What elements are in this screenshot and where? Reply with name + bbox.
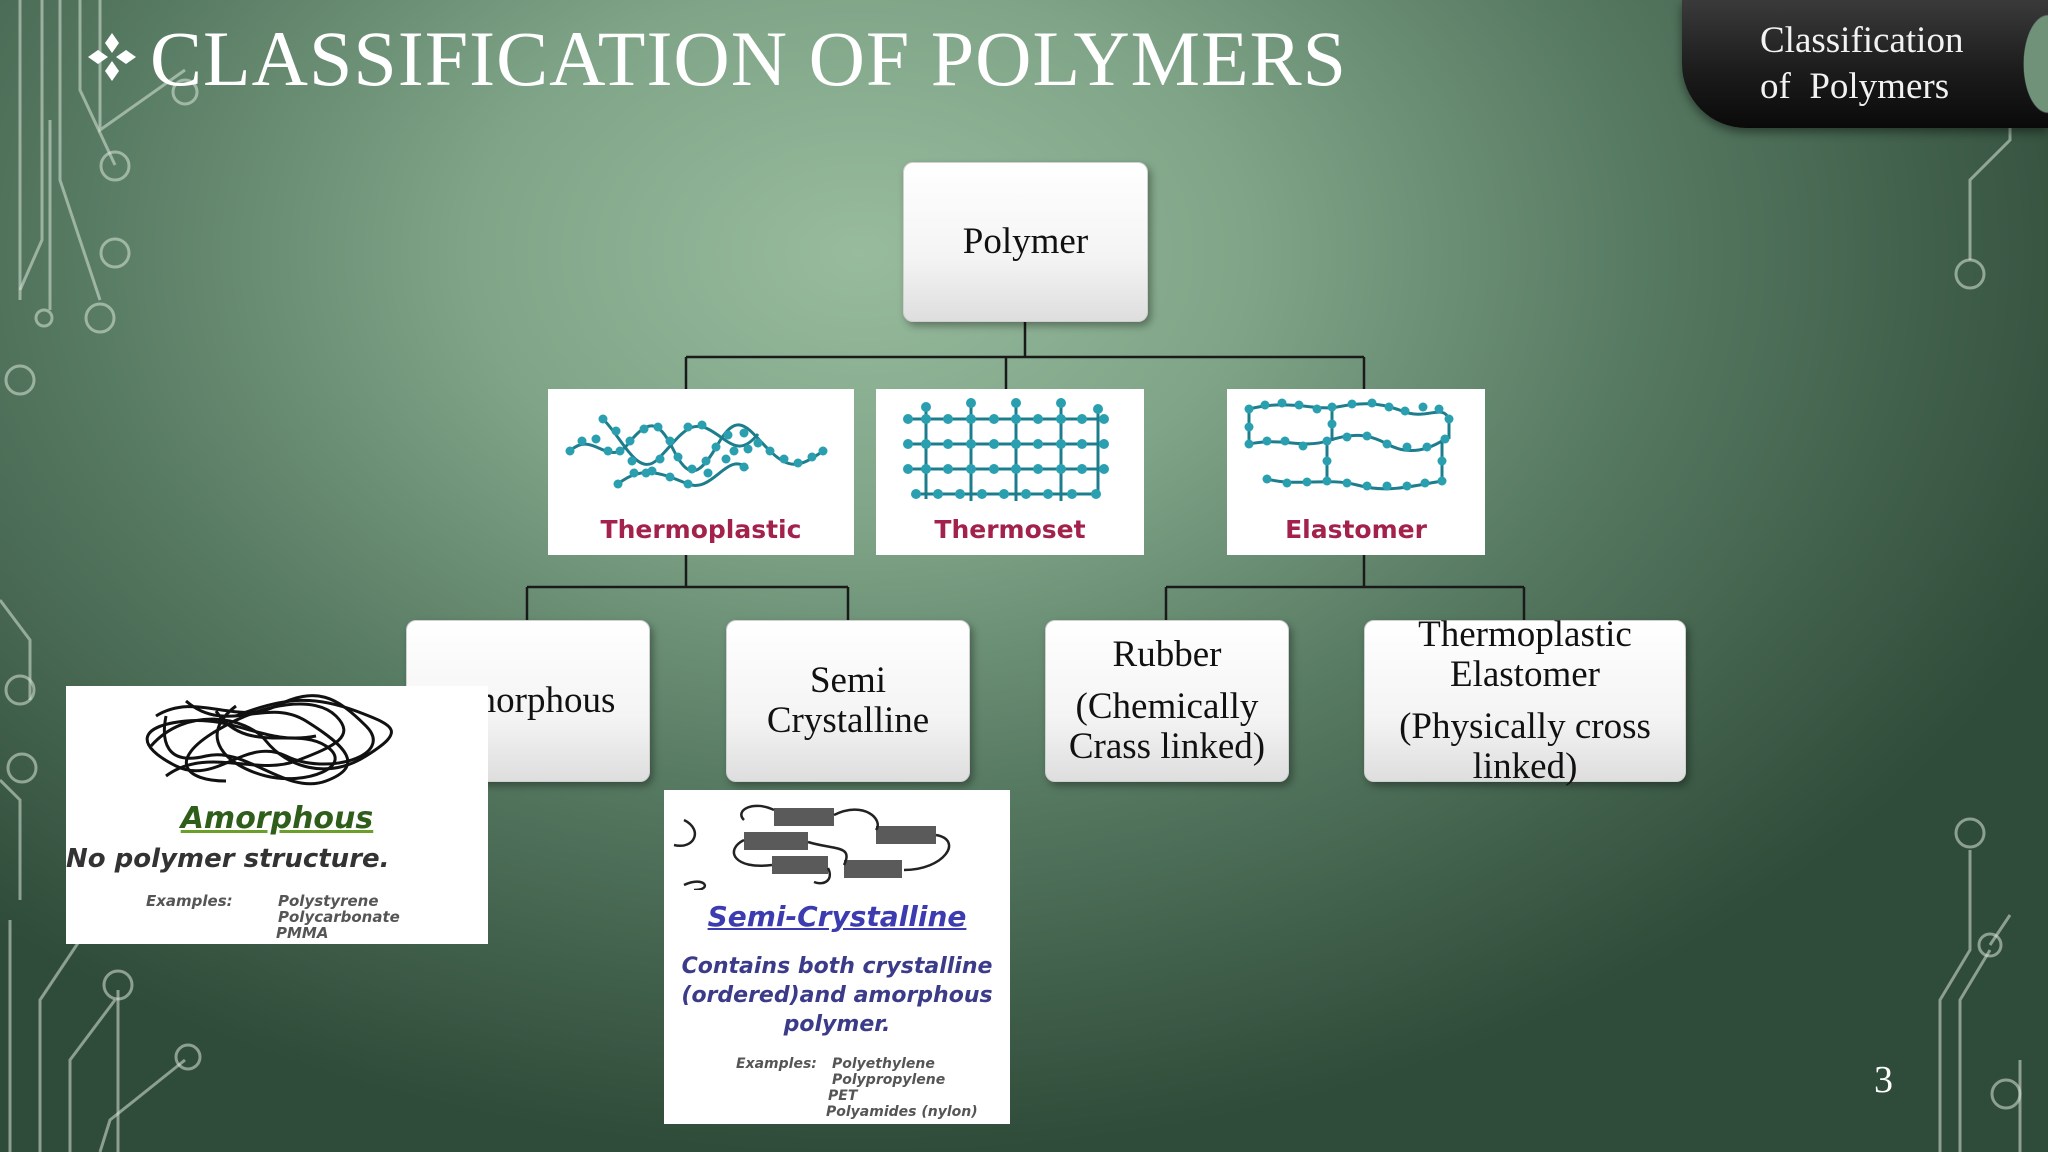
rubber-node-sub2: Crass linked) xyxy=(1068,726,1266,767)
semi-crystalline-example: Polyethylene xyxy=(832,1056,935,1072)
amorphous-example: Polystyrene xyxy=(278,892,379,910)
elastomer-chain-diagram xyxy=(1244,398,1454,491)
thermoplastic-label: Thermoplastic xyxy=(600,515,802,544)
amorphous-example: Polycarbonate xyxy=(278,908,400,926)
semi-crystalline-examples-list: Polyethylene Polypropylene PET Polyamide… xyxy=(826,1056,978,1120)
section-tag-line2: of Polymers xyxy=(1760,66,1950,107)
section-tag-curve xyxy=(1988,0,2048,128)
section-tag-text: Classification of Polymers xyxy=(1760,18,1990,110)
semi-crystalline-node-line1: Semi xyxy=(809,660,887,701)
elastomer-label: Elastomer xyxy=(1285,515,1427,544)
semi-crystalline-examples-label: Examples: xyxy=(736,1056,817,1072)
tpe-node-line1: Thermoplastic xyxy=(1418,614,1632,655)
slide-title-text: CLASSIFICATION OF POLYMERS xyxy=(150,15,1348,102)
thermoplastic-elastomer-node: Thermoplastic Elastomer (Physically cros… xyxy=(1364,615,1686,787)
semi-crystalline-inset-description: Contains both crystalline (ordered)and a… xyxy=(664,952,1010,1039)
amorphous-example: PMMA xyxy=(276,924,329,942)
semi-crystalline-example: PET xyxy=(828,1088,858,1104)
semi-crystalline-inset-title: Semi-Crystalline xyxy=(707,900,967,933)
section-tag-line1: Classification xyxy=(1760,20,1964,61)
amorphous-inset-title: Amorphous xyxy=(180,801,374,836)
four-diamond-bullet-icon xyxy=(84,14,150,104)
amorphous-inset: Amorphous No polymer structure. Examples… xyxy=(66,686,488,944)
amorphous-examples-list: Polystyrene Polycarbonate PMMA xyxy=(276,892,400,942)
polymer-node-label: Polymer xyxy=(962,221,1089,262)
semi-crystalline-node-line2: Crystalline xyxy=(766,700,930,741)
slide-title: CLASSIFICATION OF POLYMERS xyxy=(84,14,1347,104)
thermoplastic-node: Thermoplastic xyxy=(548,389,854,555)
rubber-node: Rubber (Chemically Crass linked) xyxy=(1045,620,1289,782)
semi-crystalline-desc-line: polymer. xyxy=(783,1012,891,1037)
thermoset-label: Thermoset xyxy=(934,515,1086,544)
tpe-node-sub1: (Physically cross xyxy=(1399,706,1651,747)
amorphous-examples-label: Examples: xyxy=(146,892,233,910)
semi-crystalline-structure-diagram xyxy=(673,804,951,890)
thermoset-node: Thermoset xyxy=(876,389,1144,555)
tpe-node-line2: Elastomer xyxy=(1449,654,1600,695)
section-tag: Classification of Polymers xyxy=(1682,0,2048,128)
amorphous-tangle-diagram xyxy=(145,694,393,786)
elastomer-node: Elastomer xyxy=(1227,389,1485,555)
polymer-node: Polymer xyxy=(903,162,1148,322)
page-number: 3 xyxy=(1874,1059,1893,1101)
semi-crystalline-inset: Semi-Crystalline Contains both crystalli… xyxy=(664,790,1010,1124)
amorphous-inset-description: No polymer structure. xyxy=(66,844,390,874)
semi-crystalline-desc-line: (ordered)and amorphous xyxy=(681,983,993,1008)
semi-crystalline-example: Polypropylene xyxy=(832,1072,946,1088)
semi-crystalline-desc-line: Contains both crystalline xyxy=(681,954,993,979)
rubber-node-sub1: (Chemically xyxy=(1075,686,1259,727)
semi-crystalline-example: Polyamides (nylon) xyxy=(826,1104,978,1120)
tpe-node-sub2: linked) xyxy=(1472,746,1578,787)
semi-crystalline-node: Semi Crystalline xyxy=(726,620,970,782)
thermoplastic-chain-diagram xyxy=(565,414,828,489)
thermoset-network-diagram xyxy=(903,398,1109,501)
rubber-node-line1: Rubber xyxy=(1112,634,1222,675)
